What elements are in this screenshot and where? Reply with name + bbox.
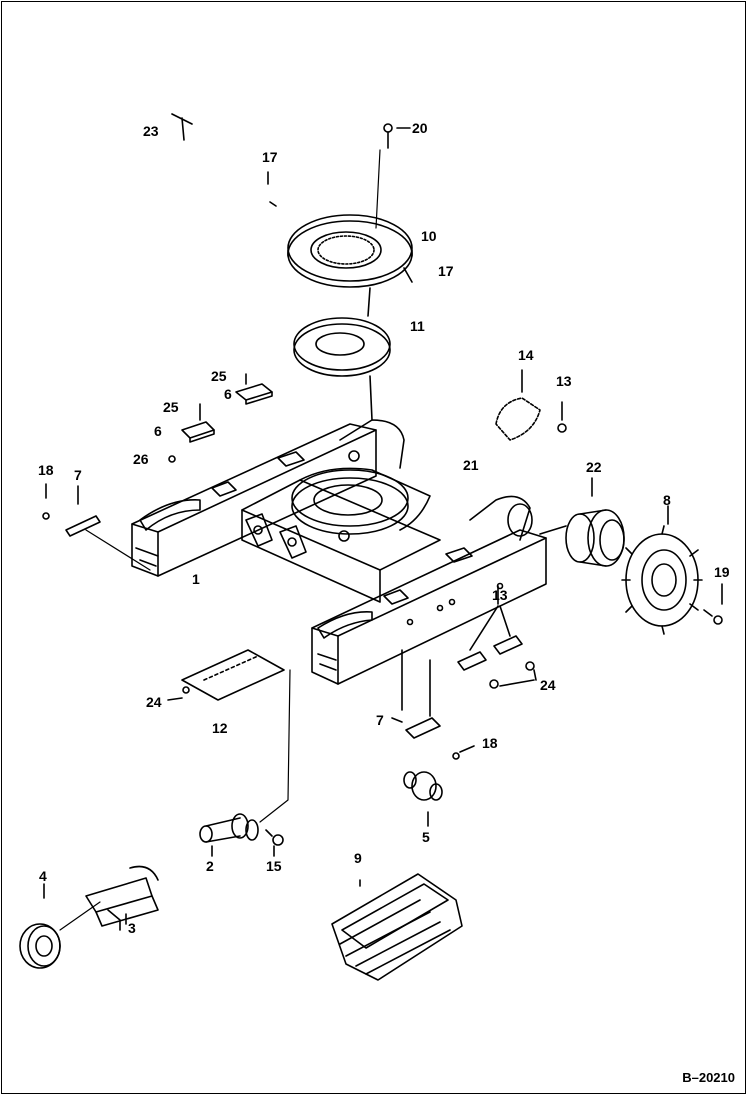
t-handle-tool (171, 113, 193, 141)
label-23: 23 (143, 123, 159, 139)
idler-yoke (85, 865, 159, 931)
plate-12 (167, 649, 285, 701)
label-26: 26 (133, 451, 149, 467)
label-5: 5 (422, 829, 430, 845)
label-18-left: 18 (38, 462, 54, 478)
label-24-right: 24 (540, 677, 556, 693)
bracket-7-right (391, 649, 441, 739)
bolt-18-left (42, 483, 50, 520)
label-21: 21 (463, 457, 479, 473)
track-tensioner (199, 669, 291, 857)
label-3: 3 (128, 920, 136, 936)
bolt-26 (168, 455, 176, 463)
label-14: 14 (518, 347, 534, 363)
label-25-lower: 25 (163, 399, 179, 415)
figure-reference: B–20210 (682, 1070, 735, 1085)
bolt-17-top (267, 171, 277, 207)
label-4: 4 (39, 868, 47, 884)
drive-sprocket (621, 505, 703, 635)
label-15: 15 (266, 858, 282, 874)
label-7-left: 7 (74, 467, 82, 483)
label-22: 22 (586, 459, 602, 475)
cover-plate-14 (495, 369, 567, 441)
pad-6-lower (181, 403, 215, 443)
label-17-right: 17 (438, 263, 454, 279)
pad-6-upper (235, 373, 273, 405)
label-13-top: 13 (556, 373, 572, 389)
label-10: 10 (421, 228, 437, 244)
label-18-right: 18 (482, 735, 498, 751)
label-19: 19 (714, 564, 730, 580)
label-13-right: 13 (492, 587, 508, 603)
label-12: 12 (212, 720, 228, 736)
bolt-18-right (452, 745, 475, 760)
bolt-24-right (489, 661, 537, 689)
label-9: 9 (354, 850, 362, 866)
bolt-19 (703, 583, 723, 625)
travel-motor (539, 477, 625, 567)
label-25-upper: 25 (211, 368, 227, 384)
label-17-top: 17 (262, 149, 278, 165)
label-11: 11 (410, 318, 425, 334)
ring-cover (293, 287, 391, 421)
shim-plate-13 (457, 585, 523, 671)
bolt-20 (383, 123, 411, 149)
slewing-ring-bearing (287, 149, 413, 288)
grease-fitting (265, 829, 284, 857)
track-frame (131, 419, 547, 685)
track-roller (403, 771, 443, 827)
label-1: 1 (192, 571, 200, 587)
rubber-track (331, 873, 463, 981)
label-2: 2 (206, 858, 214, 874)
front-idler (19, 883, 101, 969)
label-6-lower: 6 (154, 423, 162, 439)
bracket-7-left (65, 485, 151, 571)
label-24-left: 24 (146, 694, 162, 710)
label-20: 20 (412, 120, 428, 136)
label-8: 8 (663, 492, 671, 508)
label-7-right: 7 (376, 712, 384, 728)
label-6-upper: 6 (224, 386, 232, 402)
